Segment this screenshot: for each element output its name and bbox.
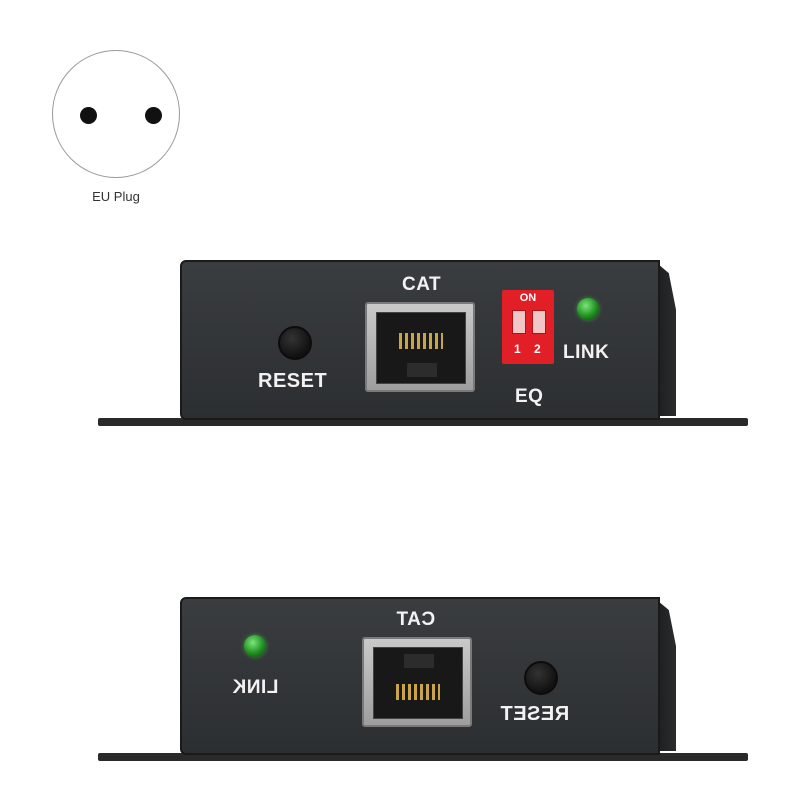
dip-number-2: 2 bbox=[534, 342, 541, 356]
cat-port[interactable] bbox=[362, 637, 472, 727]
plug-pin-left bbox=[80, 107, 97, 124]
eq-label: EQ bbox=[515, 386, 544, 407]
device-side bbox=[658, 264, 676, 416]
mounting-flange bbox=[98, 418, 748, 426]
cat-label: CAT bbox=[396, 609, 436, 630]
plug-pin-right bbox=[145, 107, 162, 124]
top-device: RESET CAT ON 1 2 EQ LINK bbox=[98, 260, 753, 430]
dip-number-1: 1 bbox=[514, 342, 521, 356]
device-side bbox=[658, 601, 676, 751]
link-led-icon bbox=[577, 298, 599, 320]
reset-label: RESET bbox=[500, 703, 570, 725]
reset-button[interactable] bbox=[524, 661, 558, 695]
mounting-flange bbox=[98, 753, 748, 761]
link-led-icon bbox=[244, 635, 266, 657]
reset-label: RESET bbox=[258, 370, 328, 392]
cat-port[interactable] bbox=[365, 302, 475, 392]
link-label: LINK bbox=[232, 677, 279, 698]
dip-on-label: ON bbox=[519, 292, 537, 304]
plug-label: EU Plug bbox=[92, 189, 140, 204]
eq-dip-switch[interactable]: ON 1 2 bbox=[502, 290, 554, 364]
reset-button[interactable] bbox=[278, 326, 312, 360]
link-label: LINK bbox=[563, 342, 610, 363]
cat-label: CAT bbox=[402, 274, 442, 295]
eu-plug-icon bbox=[52, 50, 180, 178]
dip-switch-1[interactable] bbox=[512, 310, 526, 334]
bottom-device: LINK CAT RESET bbox=[98, 597, 753, 767]
dip-switch-2[interactable] bbox=[532, 310, 546, 334]
front-panel: RESET CAT ON 1 2 EQ LINK bbox=[180, 260, 660, 420]
front-panel: LINK CAT RESET bbox=[180, 597, 660, 755]
